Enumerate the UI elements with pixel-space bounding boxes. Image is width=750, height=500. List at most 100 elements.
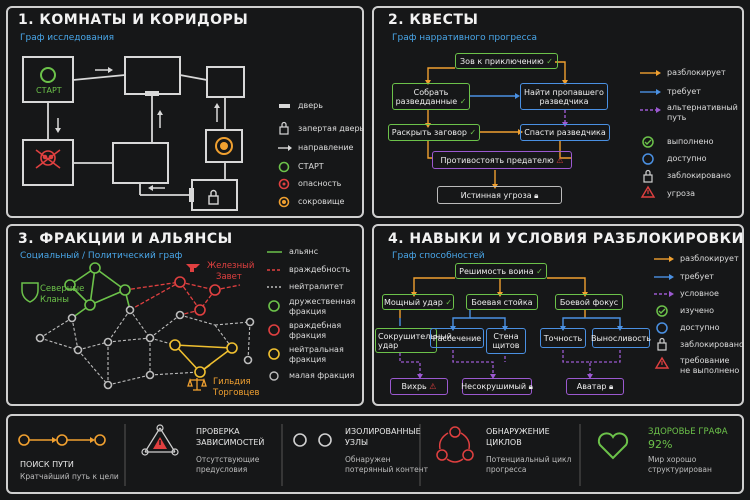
treasure-icon — [278, 196, 290, 208]
quest-call[interactable]: Зов к приключению ✓ — [455, 53, 558, 69]
deps-title-2: ЗАВИСИМОСТЕЙ — [196, 438, 265, 447]
skill-whirl[interactable]: Вихрь ⚠ — [390, 378, 448, 395]
quest-save-label: Спасти разведчика — [524, 128, 606, 137]
faction-node — [243, 355, 253, 365]
skill-invincible-label: Несокрушимый — [461, 382, 527, 391]
skill-wall-label-2: щитов — [492, 341, 520, 350]
legend-unmet-2: не выполнено — [680, 366, 740, 375]
check-icon: ✓ — [445, 297, 453, 307]
legend-locked-door: запертая дверь — [298, 124, 365, 133]
check-icon: ✓ — [459, 96, 467, 106]
faction-node — [145, 370, 155, 380]
legend-requires: требует — [667, 87, 701, 96]
legend-friendly-1: дружественная — [289, 297, 356, 306]
skill-stance-label: Боевая стойка — [471, 297, 533, 307]
legend-alt-1: альтернативный — [667, 103, 738, 112]
cycles-title-2: ЦИКЛОВ — [486, 438, 522, 447]
check-icon: ✓ — [536, 266, 543, 276]
legend-alliance: альянс — [289, 247, 319, 256]
skill-focus-label: Боевой фокус — [559, 297, 619, 307]
panel-factions — [6, 224, 364, 406]
legend-direction: направление — [298, 143, 354, 152]
skill-avatar-label: Аватар — [576, 382, 607, 391]
legend-hostile-2: фракция — [289, 331, 327, 340]
quest-threat[interactable]: Истинная угроза 🔒︎ — [437, 186, 562, 204]
lock-icon — [279, 121, 289, 135]
treasure-icon — [215, 137, 233, 155]
skill-focus[interactable]: Боевой фокус — [555, 294, 623, 310]
skill-endurance[interactable]: Выносливость — [590, 328, 652, 348]
legend-done: выполнено — [667, 137, 714, 146]
quest-save[interactable]: Спасти разведчика — [520, 124, 610, 141]
quest-plot-label: Раскрыть заговор — [391, 128, 467, 137]
lock-icon — [208, 189, 219, 205]
door-icon — [145, 91, 159, 96]
available-icon — [656, 322, 668, 334]
faction-guild-1: Гильдия — [213, 377, 251, 387]
skill-strike-label: Мощный удар — [383, 297, 443, 307]
faction-iron-covenant-1: Железный — [207, 261, 255, 271]
legend-available: доступно — [667, 154, 707, 163]
legend-alt-2: путь — [667, 113, 687, 122]
start-label: СТАРТ — [36, 86, 62, 95]
legend-conditional: условное — [680, 289, 719, 298]
legend-start: СТАРТ — [298, 162, 324, 171]
threat-icon — [640, 185, 656, 198]
legend-danger: опасность — [298, 179, 342, 188]
quest-find-label-2: разведчика — [539, 96, 589, 106]
legend-hostile-1: враждебная — [289, 321, 342, 330]
quest-collect-label-2: разведданные ✓ — [395, 96, 467, 106]
faction-guild-2: Торговцев — [213, 388, 260, 398]
door-icon — [279, 104, 290, 108]
quest-plot[interactable]: Раскрыть заговор ✓ — [388, 124, 480, 141]
skill-whirl-label: Вихрь — [401, 382, 427, 391]
faction-north-clans-1: Северные — [40, 284, 85, 294]
requirement-unmet-icon: ⚠ — [429, 382, 437, 391]
anvil-icon — [186, 264, 200, 272]
faction-node — [209, 284, 221, 296]
isolated-title-1: ИЗОЛИРОВАННЫЕ — [345, 427, 421, 436]
skill-strike[interactable]: Мощный удар ✓ — [382, 294, 454, 310]
cycles-title-1: ОБНАРУЖЕНИЕ — [486, 427, 550, 436]
health-sub-1: Мир хорошо — [648, 455, 697, 464]
faction-node — [84, 299, 96, 311]
skill-precision[interactable]: Точность — [540, 328, 586, 348]
hostile-faction-icon — [268, 324, 280, 336]
skill-avatar[interactable]: Аватар 🔒︎ — [566, 378, 624, 395]
health-sub-2: структурирован — [648, 465, 712, 474]
skill-root[interactable]: Решимость воина ✓ — [455, 263, 547, 279]
faction-node — [103, 337, 113, 347]
legend-hostility: враждебность — [289, 265, 351, 274]
health-title: ЗДОРОВЬЕ ГРАФА — [648, 427, 728, 437]
heart-icon — [597, 432, 629, 460]
panel-skills — [372, 224, 744, 406]
faction-node — [103, 380, 113, 390]
panel-rooms-title: 1. КОМНАТЫ И КОРИДОРЫ — [18, 12, 249, 28]
skill-stance[interactable]: Боевая стойка — [466, 294, 538, 310]
skill-precision-label: Точность — [543, 333, 583, 343]
skull-icon — [35, 149, 61, 169]
skill-cleave[interactable]: Рассечение — [430, 328, 484, 348]
faction-node — [73, 345, 83, 355]
deps-sub-2: предусловия — [196, 465, 248, 474]
skill-invincible[interactable]: Несокрушимый 🔒︎ — [461, 378, 533, 395]
faction-node — [194, 366, 206, 378]
quest-betray[interactable]: Противостоять предателю ⚠ — [432, 151, 572, 169]
legend-threat: угроза — [667, 189, 696, 198]
faction-node — [175, 310, 185, 320]
threat-icon: ⚠ — [556, 155, 564, 165]
legend-unlocks: разблокирует — [680, 254, 739, 263]
faction-north-clans-2: Кланы — [40, 295, 69, 305]
skill-crush-label-1: Сокрушительный — [378, 331, 452, 341]
legend-neutral-2: фракция — [289, 355, 327, 364]
skill-endurance-label: Выносливость — [590, 333, 652, 343]
door-icon — [189, 188, 194, 202]
neutral-faction-icon — [268, 348, 280, 360]
